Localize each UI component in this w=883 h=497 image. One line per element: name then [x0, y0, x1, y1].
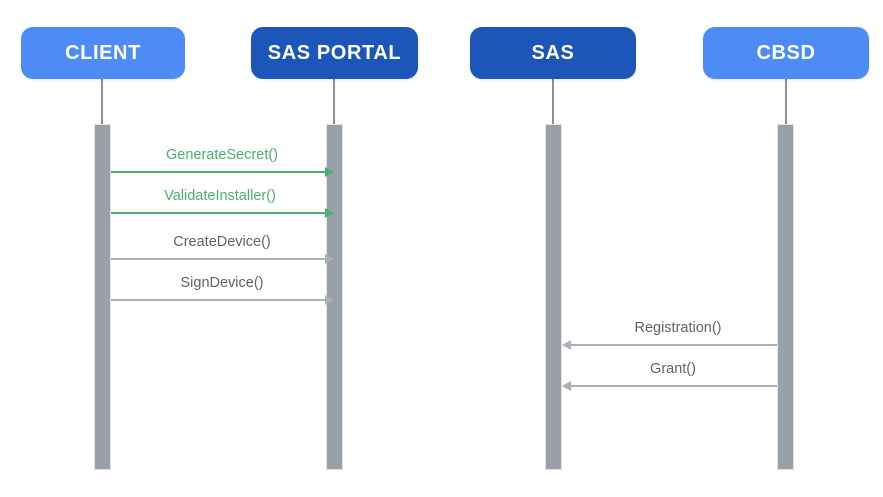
msg-registration-label: Registration()	[634, 320, 722, 336]
msg-validate-installer-line[interactable]	[111, 212, 325, 214]
msg-generate-secret-line[interactable]	[111, 171, 325, 173]
lifeline-sas-portal	[333, 79, 335, 124]
actor-label-sas: SAS	[531, 41, 575, 64]
activation-bar-client[interactable]	[94, 124, 111, 470]
msg-sign-device-arrowhead-icon	[325, 295, 334, 305]
lifeline-cbsd	[785, 79, 787, 124]
activation-bar-cbsd[interactable]	[777, 124, 794, 470]
actor-box-sas[interactable]: SAS	[470, 27, 636, 79]
msg-sign-device-label: SignDevice()	[180, 275, 264, 291]
msg-create-device-label: CreateDevice()	[173, 234, 271, 250]
msg-validate-installer-arrowhead-icon	[325, 208, 334, 218]
msg-grant-line[interactable]	[571, 385, 777, 387]
msg-create-device-line[interactable]	[111, 258, 325, 260]
actor-label-sas-portal: SAS PORTAL	[267, 41, 402, 64]
msg-create-device-arrowhead-icon	[325, 254, 334, 264]
lifeline-client	[101, 79, 103, 124]
msg-sign-device-line[interactable]	[111, 299, 325, 301]
actor-box-client[interactable]: CLIENT	[21, 27, 185, 79]
lifeline-sas	[552, 79, 554, 124]
msg-generate-secret-arrowhead-icon	[325, 167, 334, 177]
msg-validate-installer-label: ValidateInstaller()	[164, 188, 276, 204]
msg-generate-secret-label: GenerateSecret()	[165, 147, 279, 163]
actor-box-cbsd[interactable]: CBSD	[703, 27, 869, 79]
msg-grant-label: Grant()	[650, 361, 696, 377]
msg-registration-arrowhead-icon	[562, 340, 571, 350]
activation-bar-sas[interactable]	[545, 124, 562, 470]
actor-label-cbsd: CBSD	[756, 41, 816, 64]
msg-grant-arrowhead-icon	[562, 381, 571, 391]
msg-registration-line[interactable]	[571, 344, 777, 346]
actor-box-sas-portal[interactable]: SAS PORTAL	[251, 27, 418, 79]
actor-label-client: CLIENT	[65, 41, 141, 64]
